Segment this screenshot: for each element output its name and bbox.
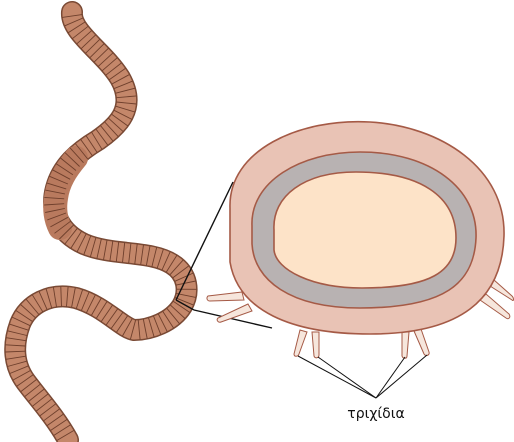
bristle: [414, 329, 429, 355]
bristle: [207, 292, 244, 301]
bristle: [490, 280, 514, 301]
label-pointer-lines: [298, 355, 427, 398]
zoom-line-top: [176, 182, 233, 300]
earthworm-body-outline: [15, 12, 186, 440]
bristles-label: τριχίδια: [347, 406, 404, 422]
bristle: [312, 332, 319, 358]
pointer-line: [318, 357, 376, 398]
earthworm-body: [15, 12, 186, 440]
body-cavity: [274, 172, 456, 288]
bristle: [480, 294, 510, 319]
bristle: [402, 332, 409, 358]
earthworm: [5, 12, 196, 441]
bristle: [294, 330, 307, 356]
pointer-line: [298, 356, 376, 398]
cross-section: [230, 122, 504, 334]
